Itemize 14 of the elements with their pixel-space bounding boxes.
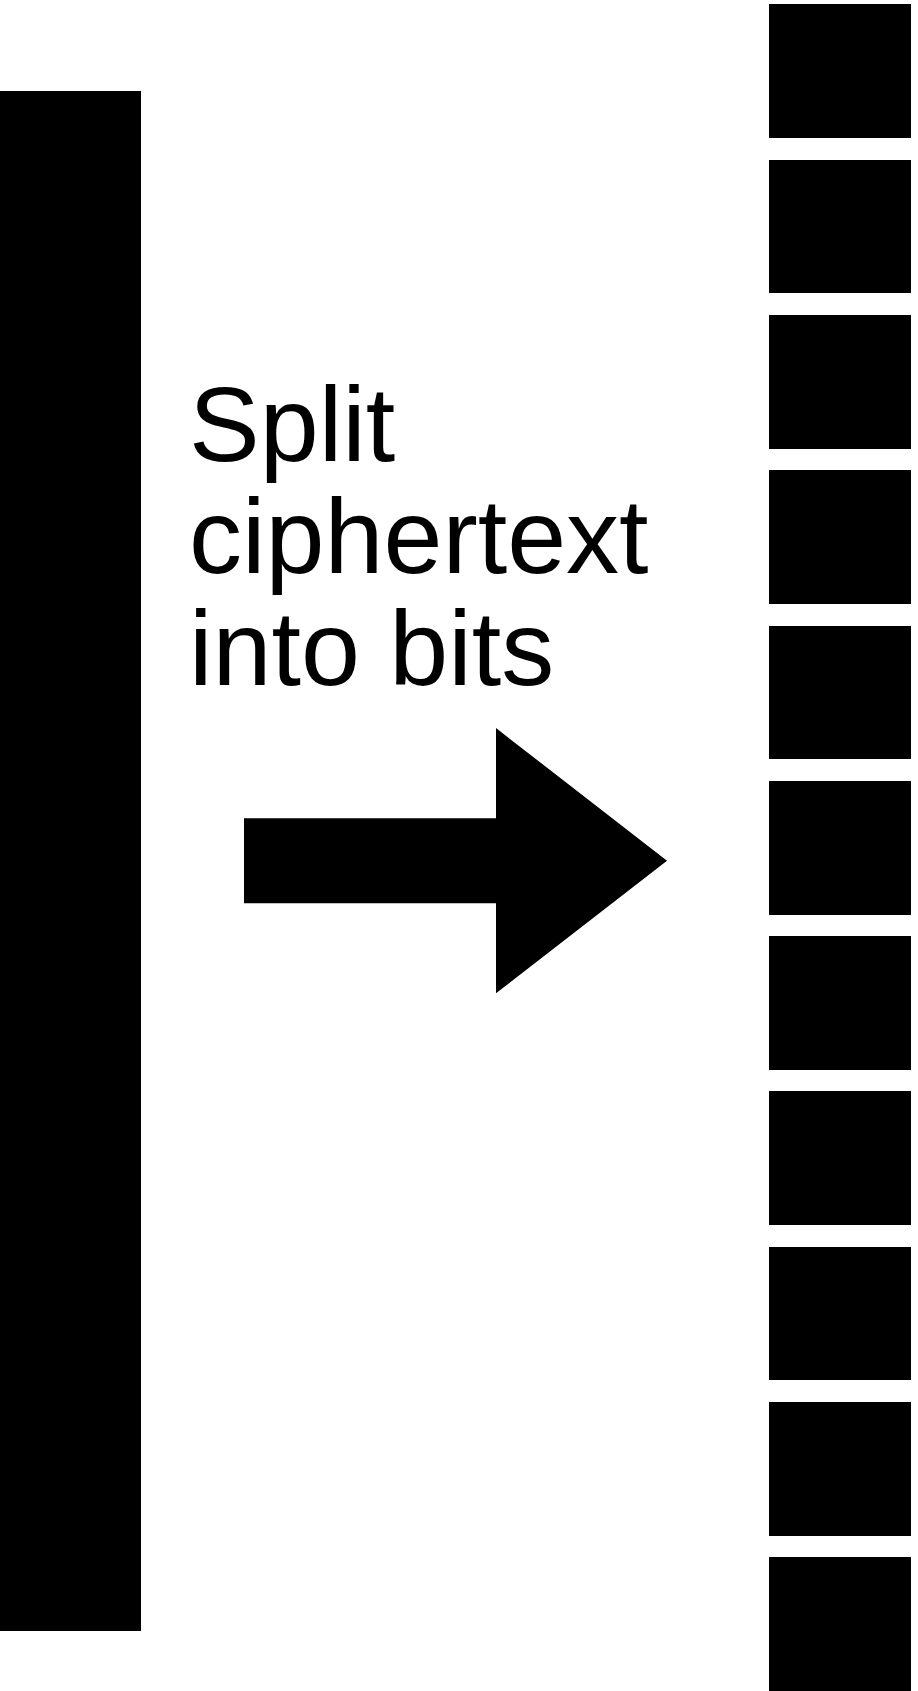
block [769, 936, 911, 1070]
block [769, 625, 911, 760]
block [769, 470, 911, 604]
block [769, 159, 911, 294]
edge-label: Split ciphertext into bits [189, 367, 650, 704]
block [0, 91, 141, 1631]
block [769, 1246, 911, 1381]
block [769, 1402, 911, 1536]
block [769, 1557, 911, 1691]
block [769, 1091, 911, 1226]
block [769, 4, 911, 139]
block [769, 780, 911, 915]
block [769, 314, 911, 449]
block-arrow [244, 728, 667, 994]
